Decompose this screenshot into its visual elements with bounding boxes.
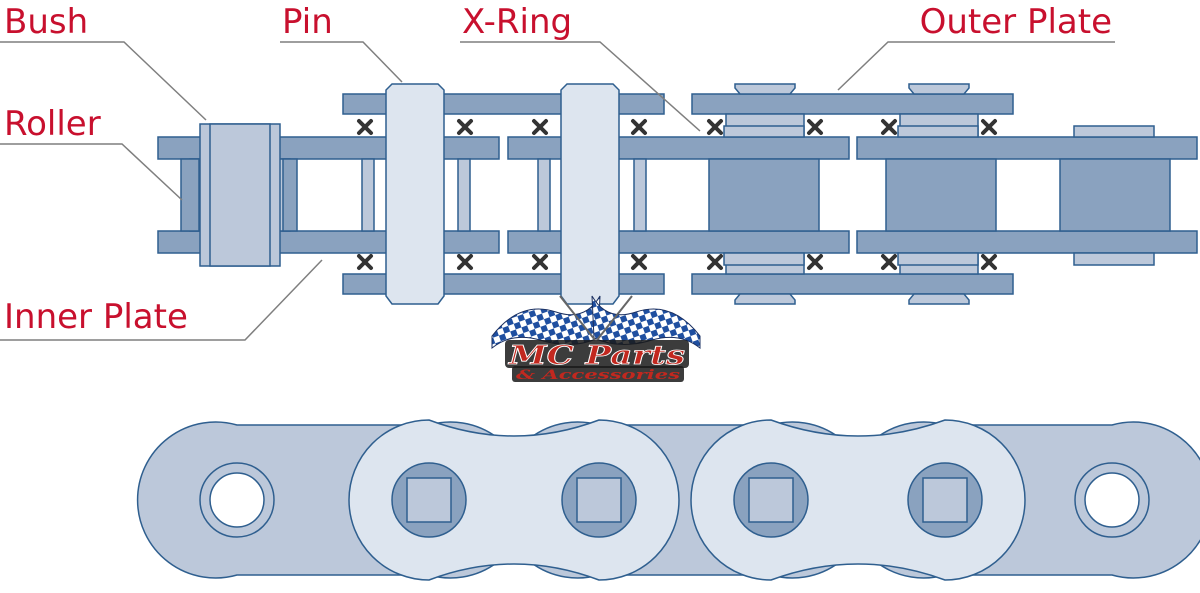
mc-parts-logo: MC Parts & Accessories [491,295,701,383]
pin-end-bottom-4 [908,293,970,305]
pin-1 [385,83,445,305]
callout-labels: Bush Pin X-Ring Outer Plate Roller Inner… [4,2,1112,337]
label-pin: Pin [282,2,333,42]
roller-hole-right-inner [1084,472,1140,528]
x-ring-icon [357,254,373,270]
pin-end-top-3 [734,83,796,95]
pin-head-1 [391,462,467,538]
outer-plate-top-2 [691,93,1014,115]
roller-left [209,123,271,267]
inner-plate-bottom-2 [507,230,850,254]
x-ring-icon [807,254,823,270]
inner-plate-top-2 [507,136,850,160]
bush-segment-3b [633,158,647,232]
x-ring-icon [981,119,997,135]
roller-4 [885,158,997,232]
label-roller: Roller [4,104,101,144]
x-ring-icon [357,119,373,135]
bush-top-5 [1073,125,1155,138]
bush-bottom-3 [723,252,805,266]
label-outer-plate: Outer Plate [920,2,1112,42]
pin-head-3 [733,462,809,538]
leader-bush [0,41,207,121]
bush-top-4 [897,125,979,138]
label-inner-plate: Inner Plate [4,297,188,337]
x-ring-icon [707,254,723,270]
inner-plate-top-3 [856,136,1198,160]
leader-outer-plate [837,41,1115,91]
x-ring-icon [532,254,548,270]
x-ring-icon [457,119,473,135]
x-ring-icon [807,119,823,135]
leader-lines [0,41,1115,341]
bush-top-3 [723,125,805,138]
x-ring-icon [631,119,647,135]
x-ring-icon [981,254,997,270]
checkered-flags-icon [491,295,701,350]
x-ring-icon [532,119,548,135]
pin-2 [560,83,620,305]
leader-inner-plate [0,259,323,341]
pin-end-top-4 [908,83,970,95]
x-ring-icon [881,119,897,135]
chain-side-view [136,419,1200,581]
label-x-ring: X-Ring [462,2,572,42]
outer-plate-side-1 [348,419,680,581]
bush-segment-3a [537,158,551,232]
roller-5 [1059,158,1171,232]
pin-end-bottom-3 [734,293,796,305]
leader-x-ring [460,41,701,132]
pin-head-2 [561,462,637,538]
x-ring-icon [881,254,897,270]
inner-plate-bottom-3 [856,230,1198,254]
roller-hole-left-inner [209,472,265,528]
logo-tagline: & Accessories [516,368,681,383]
x-ring-markers [357,119,997,270]
roller-1 [180,158,200,232]
x-ring-icon [457,254,473,270]
leader-roller [0,143,183,201]
outer-plate-side-2 [690,419,1026,581]
bush-bottom-5 [1073,252,1155,266]
bush-bottom-4 [897,252,979,266]
outer-plate-bottom-2 [691,273,1014,295]
bush-segment-2b [457,158,471,232]
chain-cross-section [157,83,1198,305]
x-ring-icon [631,254,647,270]
roller-3 [708,158,820,232]
x-ring-icon [707,119,723,135]
roller-1b [282,158,298,232]
leader-pin [280,41,403,83]
bush-segment-2a [361,158,375,232]
label-bush: Bush [4,2,88,42]
pin-head-4 [907,462,983,538]
